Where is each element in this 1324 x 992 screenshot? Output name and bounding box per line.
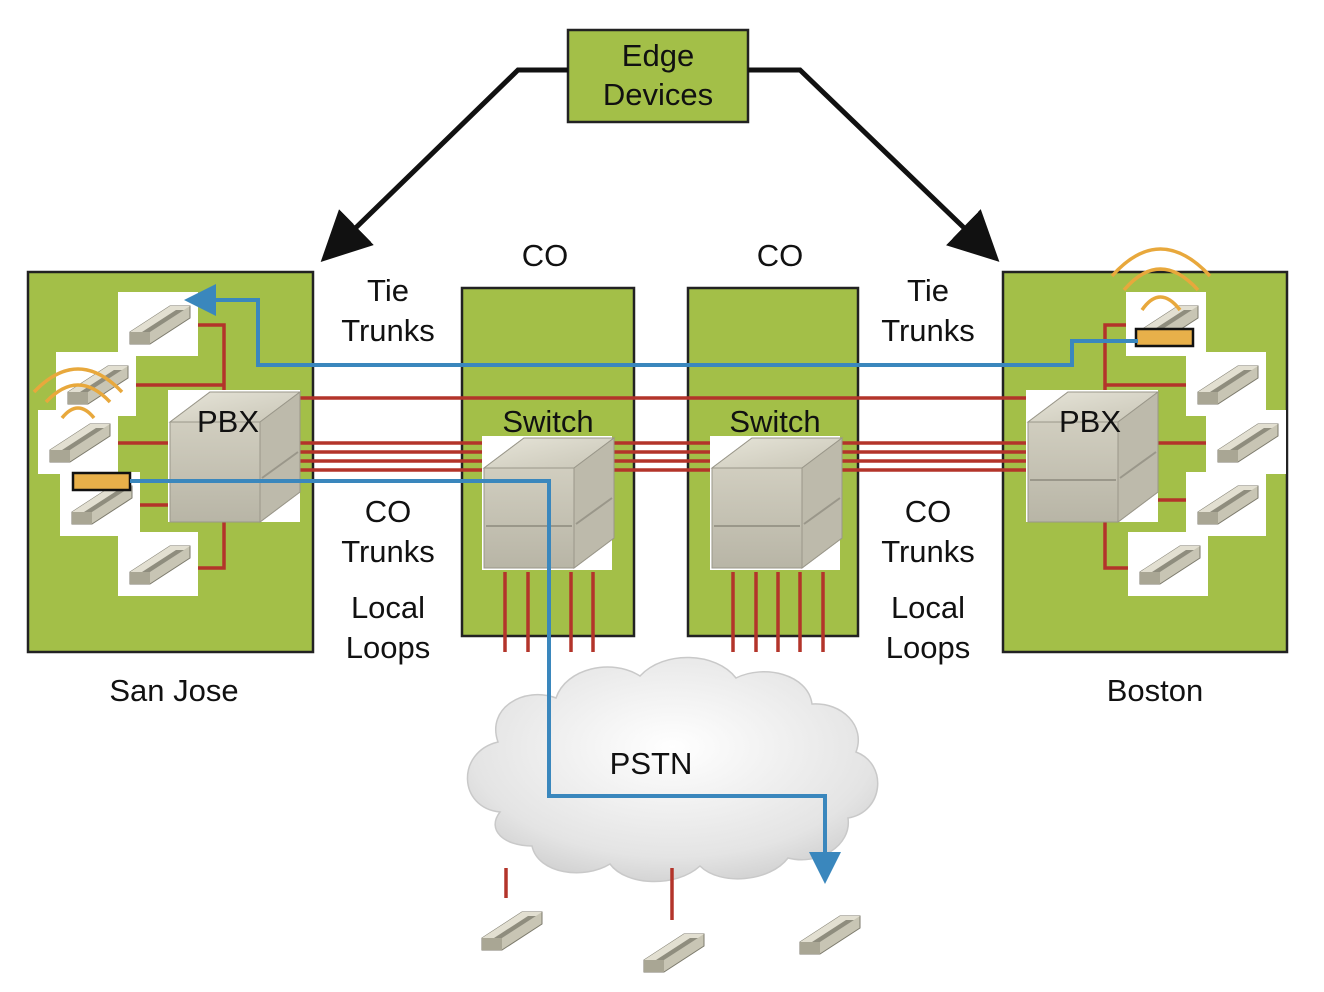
trunk-lines	[298, 396, 1030, 472]
site-san-jose-label: San Jose	[109, 673, 238, 708]
switch-left-label: Switch	[502, 404, 593, 439]
site-boston-label: Boston	[1107, 673, 1204, 708]
co-trunks-right-line1: CO	[905, 494, 952, 529]
call-path-tie	[184, 284, 1138, 367]
boston-wiring	[1103, 323, 1210, 570]
local-loops-left-line2: Loops	[346, 630, 430, 665]
tie-trunks-left-line2: Trunks	[341, 313, 435, 348]
desk-phone-icon	[631, 919, 713, 985]
desk-phone-icon	[117, 291, 199, 357]
desk-phone-icon	[787, 901, 869, 967]
co-trunks-right-line2: Trunks	[881, 534, 975, 569]
edge-devices-line1: Edge	[622, 38, 694, 73]
desk-phone-icon	[1127, 531, 1209, 597]
desk-phone-icon	[37, 409, 119, 475]
pbx-san-jose: PBX	[168, 390, 301, 523]
wireless-waves-icon	[1110, 247, 1212, 312]
desk-phone-icon	[469, 897, 551, 963]
switch-server-icon	[711, 437, 843, 569]
desk-phone-icon	[1185, 351, 1267, 417]
trunk-labels: Tie Trunks Tie Trunks CO Trunks CO Trunk…	[341, 273, 975, 665]
pstn-label: PSTN	[610, 746, 693, 781]
local-loops-left-line1: Local	[351, 590, 425, 625]
local-loops-right-line2: Loops	[886, 630, 970, 665]
desk-phone-icon	[1185, 471, 1267, 537]
edge-arrow-right	[748, 67, 1000, 262]
co-right-label: CO	[757, 238, 804, 273]
desk-phone-icon	[1205, 409, 1287, 475]
local-loop-lines	[503, 572, 825, 652]
switch-right-label: Switch	[729, 404, 820, 439]
handset-box-boston	[1134, 327, 1195, 348]
pbx-boston-label: PBX	[1059, 404, 1121, 439]
edge-devices-line2: Devices	[603, 77, 713, 112]
local-loops-right-line1: Local	[891, 590, 965, 625]
tie-trunks-right-line1: Tie	[907, 273, 949, 308]
wireless-waves-icon	[32, 367, 124, 420]
switch-right: Switch	[710, 404, 843, 570]
co-trunks-left-line1: CO	[365, 494, 412, 529]
handset-box-san-jose	[71, 471, 132, 492]
desk-phone-icon	[117, 531, 199, 597]
co-left-label: CO	[522, 238, 569, 273]
pbx-boston: PBX	[1026, 390, 1159, 523]
edge-devices-box: Edge Devices	[566, 28, 750, 124]
cloud-icon	[466, 656, 879, 883]
desk-phone-icon	[55, 351, 137, 417]
tie-trunks-left-line1: Tie	[367, 273, 409, 308]
pstn-drop-lines	[504, 868, 674, 920]
call-path-pstn	[130, 479, 841, 884]
pbx-san-jose-label: PBX	[197, 404, 259, 439]
edge-arrow-left	[320, 67, 568, 262]
tie-trunks-right-line2: Trunks	[881, 313, 975, 348]
co-trunks-left-line2: Trunks	[341, 534, 435, 569]
